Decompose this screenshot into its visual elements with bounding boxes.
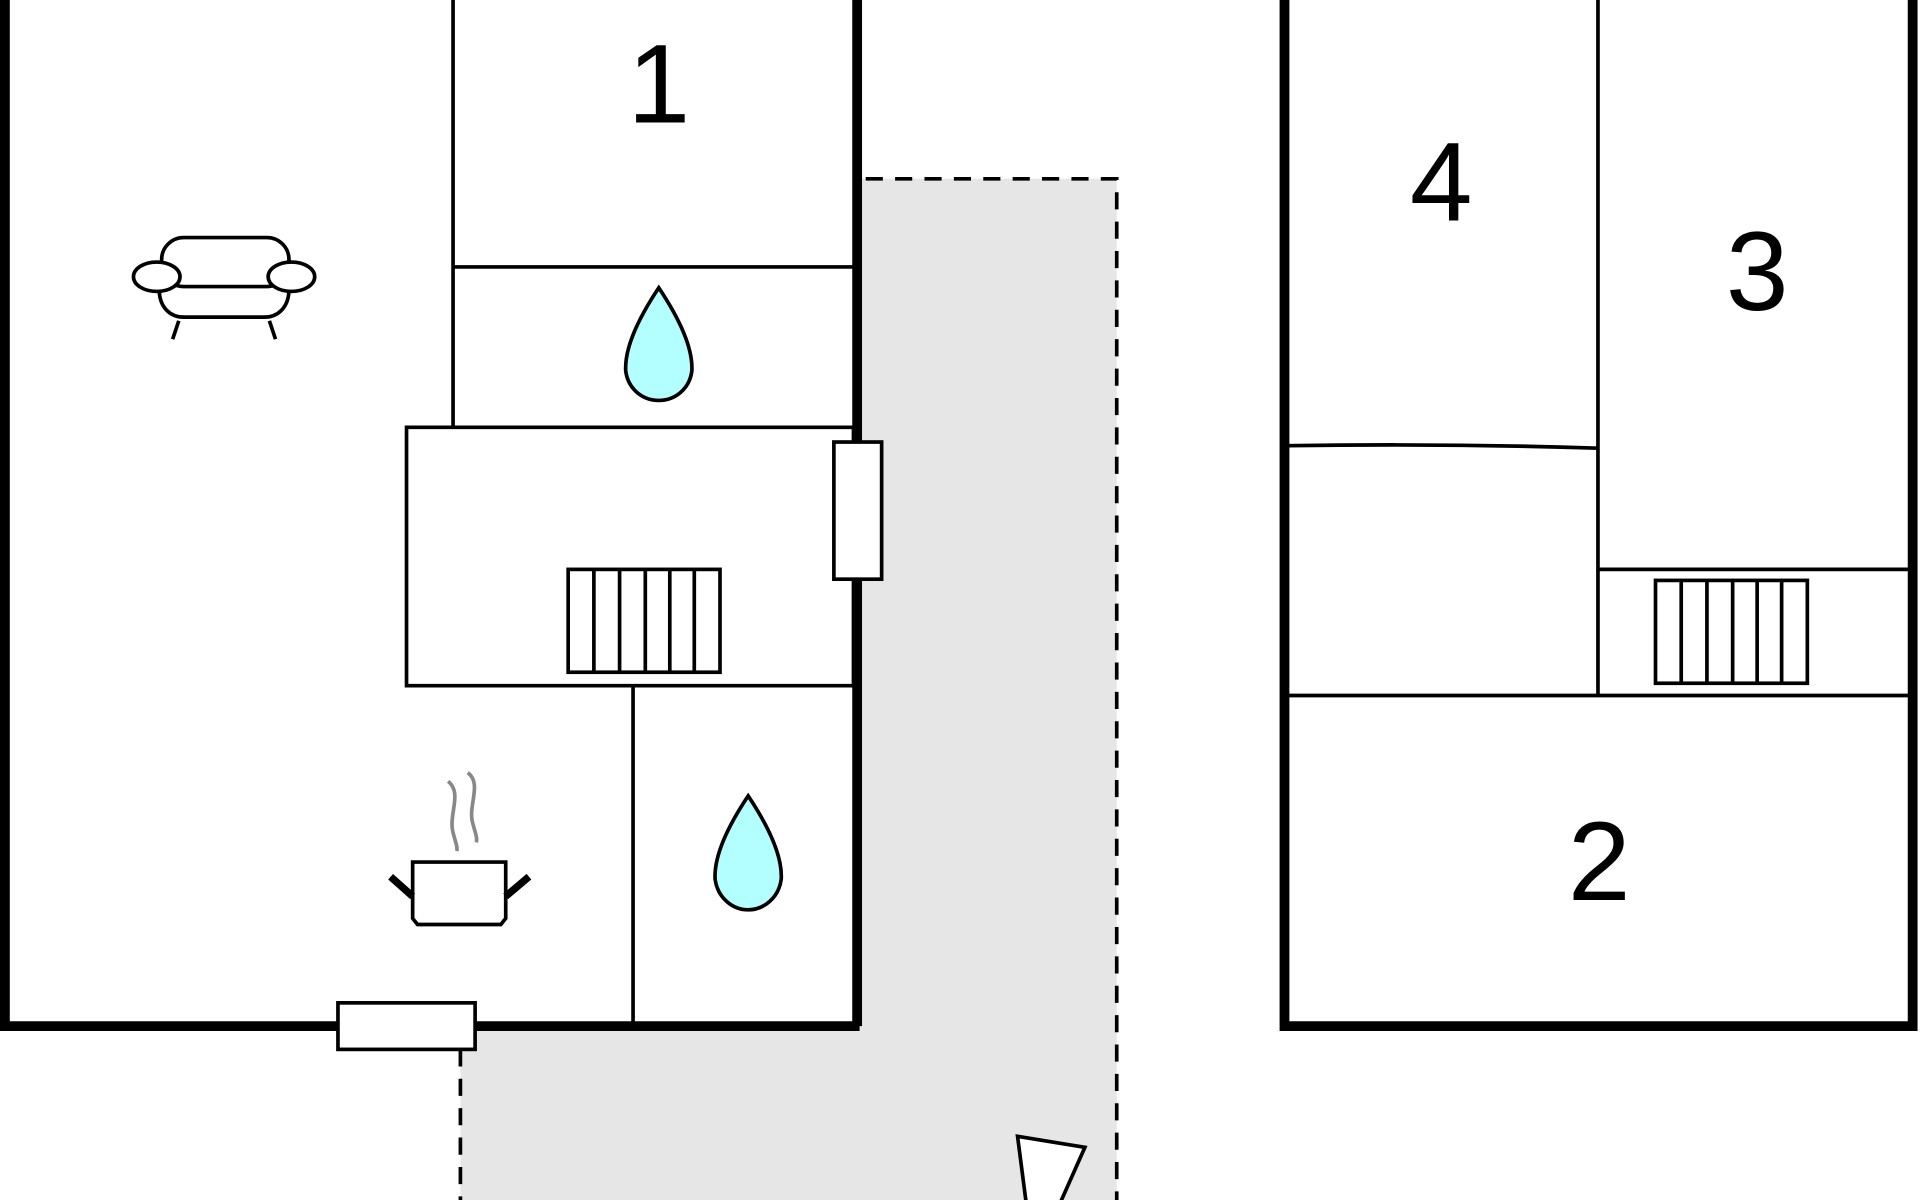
room-2-label: 2: [1568, 798, 1631, 924]
room-4-label: 4: [1410, 118, 1473, 244]
room-1-label: 1: [627, 20, 690, 146]
water-drop-icon: [623, 284, 694, 403]
window-icon: [832, 440, 884, 582]
right-building: 4 3 2: [1279, 0, 1918, 1032]
sofa-icon: [131, 235, 317, 340]
radiator-icon: [1653, 578, 1810, 686]
room-3-label: 3: [1726, 208, 1789, 334]
cooking-pot-icon: [388, 771, 532, 927]
terrace: [458, 176, 1119, 1200]
left-building: 1: [0, 0, 884, 1052]
radiator-icon: [566, 567, 722, 675]
compass-triangle-icon: [1015, 1134, 1088, 1200]
window-icon: [336, 1001, 477, 1052]
water-drop-icon: [713, 792, 784, 912]
